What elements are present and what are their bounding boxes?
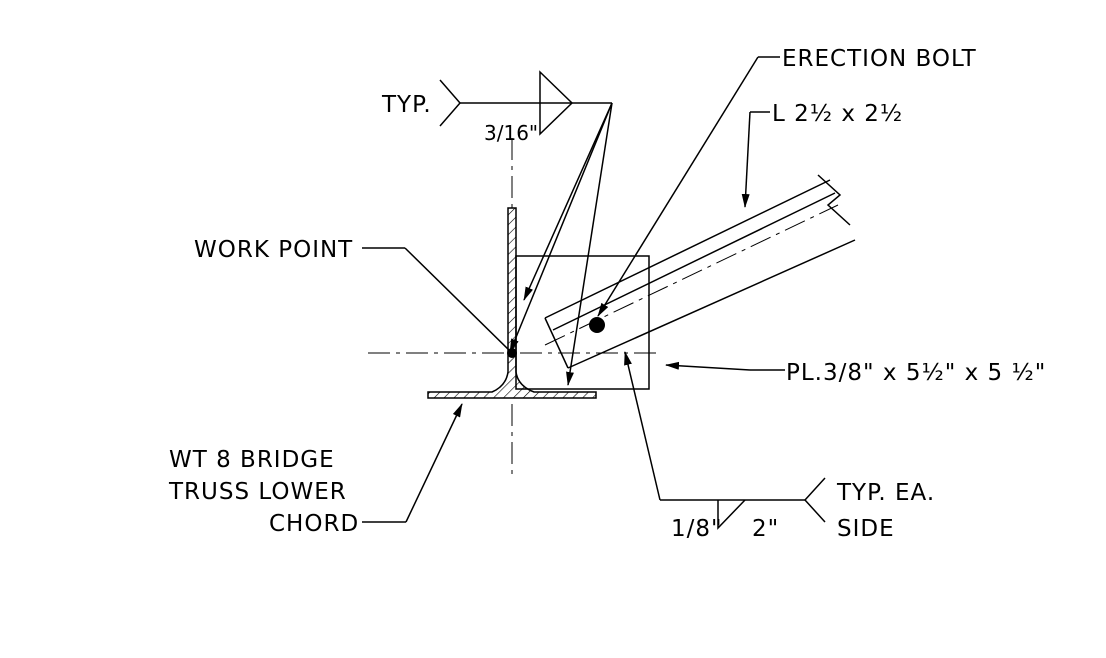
wt-label-line2: TRUSS LOWER [168, 479, 347, 505]
angle-leader [741, 111, 770, 208]
side-label: SIDE [837, 516, 895, 542]
erection-bolt-leader [597, 56, 780, 317]
gusset-plate [515, 255, 650, 390]
wt-label-line1: WT 8 BRIDGE [169, 447, 335, 473]
bottom-weld-symbol [624, 351, 826, 530]
wt-leader [362, 403, 463, 523]
wt-stem [427, 207, 597, 399]
top-weld-symbol [439, 70, 613, 386]
typ-ea-label: TYP. EA. [836, 480, 935, 506]
wt-label-line3: CHORD [269, 511, 359, 537]
angle-member [544, 174, 856, 369]
weld-bottom-size: 1/8" [671, 516, 723, 542]
plate-leader [665, 361, 785, 371]
erection-bolt-label: ERECTION BOLT [782, 46, 977, 72]
work-point-leader [362, 247, 511, 352]
angle-label: L 2½ x 2½ [772, 101, 903, 127]
typ-top-label: TYP. [381, 92, 432, 118]
weld-bottom-length: 2" [752, 516, 779, 542]
work-point-label: WORK POINT [194, 237, 353, 263]
erection-bolt [589, 317, 605, 333]
plate-label: PL.3/8" x 5½" x 5 ½" [786, 360, 1046, 386]
weld-top-size: 3/16" [484, 121, 538, 145]
